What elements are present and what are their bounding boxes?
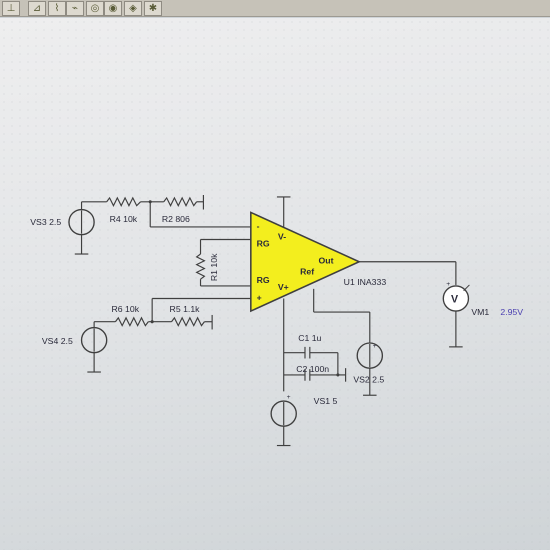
vs2-plus: + [373, 343, 377, 350]
c1-label: C1 1u [298, 333, 321, 343]
tool-icon[interactable]: ⌇ [48, 1, 66, 16]
source-vs3[interactable] [68, 201, 95, 255]
source-vs4[interactable] [80, 326, 108, 373]
marker-icon[interactable]: ◈ [124, 1, 142, 16]
schematic-svg: VS3 2.5 R4 10k R2 806 R1 10k [30, 195, 523, 447]
probe-icon[interactable]: ⊿ [28, 1, 46, 16]
opamp-pin-out: Out [319, 256, 334, 266]
vs4-label: VS4 2.5 [42, 336, 73, 346]
opamp-pin-rg-top: RG [257, 238, 270, 248]
vm1-reading: 2.95V [500, 307, 523, 317]
opamp-pin-minus: - [257, 221, 260, 231]
opamp-pin-vminus: V- [278, 232, 286, 242]
r2-label: R2 806 [162, 214, 190, 224]
r5-label: R5 1.1k [170, 304, 201, 314]
vs1-plus: + [287, 394, 291, 401]
schematic-canvas[interactable]: VS3 2.5 R4 10k R2 806 R1 10k [0, 18, 550, 550]
r6-label: R6 10k [112, 304, 140, 314]
c2-label: C2 100n [296, 364, 329, 374]
source-vs1[interactable] [270, 400, 297, 447]
source-vs2[interactable] [356, 342, 384, 396]
opamp-u1[interactable] [250, 211, 362, 313]
spring-icon[interactable]: ⌁ [66, 1, 84, 16]
vm1-label: VM1 [471, 307, 489, 317]
meter-plus: + [446, 281, 450, 288]
scope-icon[interactable]: ◉ [104, 1, 122, 16]
voltmeter-symbol: V [451, 293, 459, 305]
opamp-label: U1 INA333 [344, 277, 387, 287]
toolbar: ⊥ ⊿ ⌇ ⌁ ◎ ◉ ◈ ✱ [0, 0, 550, 17]
opamp-pin-plus: + [257, 292, 262, 302]
opamp-pin-vplus: V+ [278, 282, 289, 292]
resistor-r6[interactable] [114, 316, 149, 327]
r4-label: R4 10k [110, 214, 138, 224]
r1-label: R1 10k [209, 253, 219, 281]
vs2-label: VS2 2.5 [353, 375, 384, 385]
resistor-r4[interactable] [106, 196, 141, 207]
capacitor-c1[interactable] [304, 346, 311, 359]
voltmeter-vm1[interactable] [442, 284, 470, 312]
meter-icon[interactable]: ◎ [86, 1, 104, 16]
resistor-r1[interactable] [195, 253, 206, 280]
vs1-label: VS1 5 [314, 396, 338, 406]
plot-button-icon[interactable]: ⊥ [2, 1, 20, 16]
opamp-pin-ref: Ref [300, 266, 314, 276]
resistor-r2[interactable] [163, 196, 198, 207]
resistor-r5[interactable] [171, 316, 205, 327]
vs3-label: VS3 2.5 [30, 217, 61, 227]
opamp-pin-rg-bottom: RG [257, 275, 270, 285]
gear-icon[interactable]: ✱ [144, 1, 162, 16]
